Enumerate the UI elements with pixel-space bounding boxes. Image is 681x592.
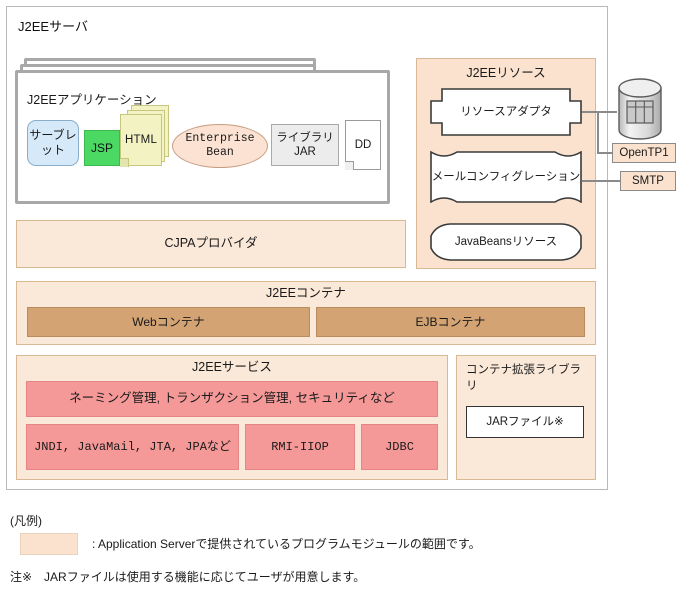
html-page-fold-icon xyxy=(120,158,129,167)
jdbc-block: JDBC xyxy=(361,424,438,470)
resource-adapter-shape xyxy=(430,88,582,136)
html-component: HTML xyxy=(120,114,162,166)
dd-page-fold-icon xyxy=(345,161,354,170)
cjpa-provider-block: CJPAプロバイダ xyxy=(16,220,406,268)
j2ee-services-title: J2EEサービス xyxy=(192,360,272,374)
jsp-component: JSP xyxy=(84,130,120,166)
mail-configuration-block: メールコンフィグレーション xyxy=(430,151,582,203)
connector-branch-vertical xyxy=(597,111,599,153)
javabeans-resource-shape xyxy=(430,223,582,261)
smtp-endpoint: SMTP xyxy=(620,171,676,191)
enterprise-bean-component: Enterprise Bean xyxy=(172,124,268,168)
database-cylinder-icon xyxy=(617,78,663,140)
j2ee-server-title: J2EEサーバ xyxy=(18,19,88,34)
database-cylinder-svg xyxy=(618,78,662,140)
connector-branch-to-opentp1 xyxy=(597,152,613,154)
jar-file-block: JARファイル※ xyxy=(466,406,584,438)
mail-configuration-shape xyxy=(430,151,582,203)
library-jar-component: ライブラリJAR xyxy=(271,124,339,166)
j2ee-container-title: J2EEコンテナ xyxy=(266,286,346,300)
legend-color-swatch xyxy=(20,533,78,555)
container-extension-library-title: コンテナ拡張ライブラリ xyxy=(466,364,581,392)
footnote-note: 注※ JARファイルは使用する機能に応じてユーザが用意します。 xyxy=(10,570,366,584)
j2ee-application-title: J2EEアプリケーション xyxy=(27,93,157,107)
j2ee-resource-title: J2EEリソース xyxy=(466,66,546,80)
servlet-component: サーブレット xyxy=(27,120,79,166)
legend-description: : Application Serverで提供されているプログラムモジュールの範… xyxy=(92,537,481,551)
rmi-iiop-block: RMI-IIOP xyxy=(245,424,355,470)
jndi-javamail-jta-jpa-block: JNDI, JavaMail, JTA, JPAなど xyxy=(26,424,239,470)
legend-heading: (凡例) xyxy=(10,514,42,528)
connector-mail-to-smtp xyxy=(582,180,621,182)
naming-transaction-security-block: ネーミング管理, トランザクション管理, セキュリティなど xyxy=(26,381,438,417)
javabeans-resource-block: JavaBeansリソース xyxy=(430,223,582,261)
web-container-block: Webコンテナ xyxy=(27,307,310,337)
resource-adapter-block: リソースアダプタ xyxy=(430,88,582,136)
connector-adapter-to-db xyxy=(582,111,617,113)
ejb-container-block: EJBコンテナ xyxy=(316,307,585,337)
opentp1-endpoint: OpenTP1 xyxy=(612,143,676,163)
